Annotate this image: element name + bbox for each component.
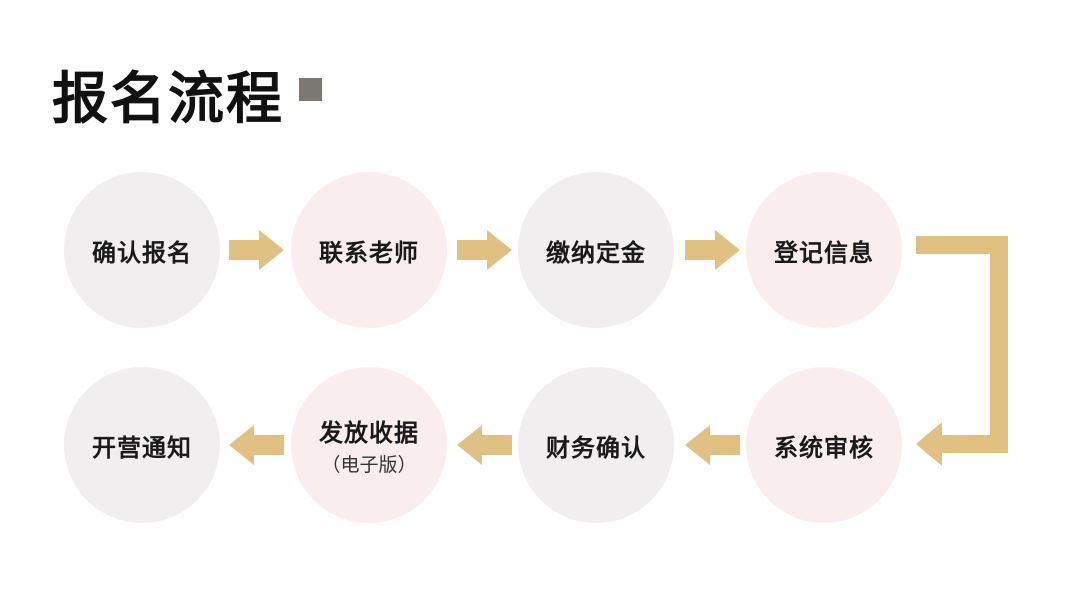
- step-label: 缴纳定金: [546, 238, 646, 267]
- step-label: 财务确认: [546, 433, 646, 462]
- step-finance-confirm: 财务确认: [518, 367, 674, 523]
- arrow-left-icon: [457, 425, 512, 465]
- step-label: 确认报名: [92, 238, 192, 267]
- bend-arrow-connector-icon: [916, 236, 1008, 466]
- arrow-left-icon: [229, 425, 284, 465]
- step-register-info: 登记信息: [746, 172, 902, 328]
- step-issue-receipt: 发放收据 （电子版）: [291, 367, 447, 523]
- step-confirm-registration: 确认报名: [64, 172, 220, 328]
- step-label: 联系老师: [319, 238, 419, 267]
- step-camp-notice: 开营通知: [64, 367, 220, 523]
- step-system-review: 系统审核: [746, 367, 902, 523]
- step-label: 系统审核: [774, 433, 874, 462]
- step-contact-teacher: 联系老师: [291, 172, 447, 328]
- arrow-left-icon: [685, 425, 740, 465]
- page-title: 报名流程: [52, 67, 284, 132]
- step-label: 开营通知: [92, 433, 192, 462]
- arrow-right-icon: [457, 230, 512, 270]
- arrow-right-icon: [229, 230, 284, 270]
- arrow-right-icon: [685, 230, 740, 270]
- step-label: 登记信息: [774, 238, 874, 267]
- title-square-mark: [299, 78, 322, 101]
- step-pay-deposit: 缴纳定金: [518, 172, 674, 328]
- step-label: 发放收据: [319, 419, 419, 447]
- step-sublabel: （电子版）: [321, 454, 417, 476]
